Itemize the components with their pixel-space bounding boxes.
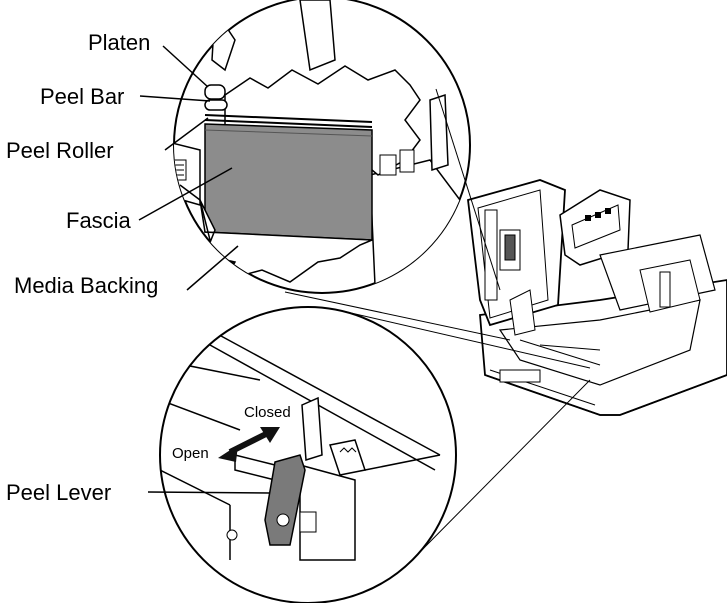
label-closed: Closed [244,404,291,421]
label-media-backing: Media Backing [14,273,158,298]
label-open: Open [172,445,209,462]
fascia-panel [204,123,373,241]
callout-leaders [138,45,271,494]
printer-overview [467,179,727,416]
zoom-connector-lines [284,88,591,561]
platen-roller [204,84,226,100]
open-closed-arrow [218,427,280,462]
label-fascia: Fascia [66,208,132,233]
label-peel-lever: Peel Lever [6,480,111,505]
bottom-detail-view [159,306,457,603]
label-peel-bar: Peel Bar [40,84,124,109]
label-platen: Platen [88,30,150,55]
peel-lever [264,454,306,546]
peel-bar [204,99,228,111]
label-peel-roller: Peel Roller [6,138,114,163]
top-detail-view [173,0,471,294]
peel-roller [204,119,373,128]
